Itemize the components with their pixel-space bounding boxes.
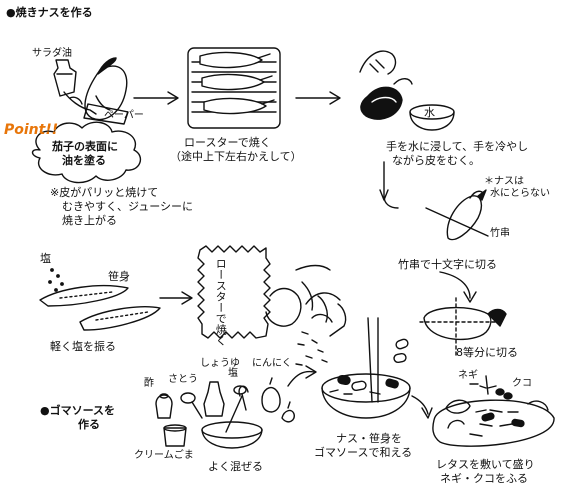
skewer-label: 竹串 xyxy=(490,228,510,239)
arrow-step1-to-roaster xyxy=(133,91,179,105)
kuko-label: クコ xyxy=(512,378,532,389)
point-text-line2: 油を塗る xyxy=(62,154,106,167)
kuko-icon xyxy=(495,388,513,400)
plate-caption-line1: レタスを敷いて盛り xyxy=(436,458,535,471)
water-bowl-icon xyxy=(409,104,455,131)
skewer-icon xyxy=(425,207,489,237)
oil-bottle-icon xyxy=(53,59,77,97)
soy-label: しょうゆ xyxy=(200,358,240,369)
no-water-note-line1: ＊ナスは xyxy=(484,176,524,187)
water-label: 水 xyxy=(424,106,435,119)
plated-dish-icon xyxy=(432,399,555,447)
vinegar-label: 酢 xyxy=(144,378,154,389)
dressing-bowl-icon xyxy=(321,317,411,419)
arrow-sauce-to-bowl xyxy=(287,365,317,387)
roaster-card-vertical-text: ロースターで焼く xyxy=(214,258,228,346)
cut-eggplant-icon xyxy=(419,297,507,357)
point-text-line1: 茄子の表面に xyxy=(52,140,118,153)
note-line3: 焼き上がる xyxy=(62,214,117,227)
roaster-tray-icon xyxy=(187,47,281,129)
point-cloud-bubble xyxy=(31,121,142,184)
hand-tearing-sasami-icon xyxy=(265,264,347,337)
dress-caption-line2: ゴマソースで和える xyxy=(314,446,413,459)
sasami-label: 笹身 xyxy=(108,270,130,283)
soy-sauce-bottle-icon xyxy=(203,381,225,417)
sasami-chicken-icon xyxy=(39,284,161,331)
shredded-sasami-pieces xyxy=(295,331,328,366)
soak-caption-line1: 手を水に浸して、手を冷やし xyxy=(386,140,529,153)
label-salad-oil: サラダ油 xyxy=(32,48,72,59)
roaster-caption-line2: （途中上下左右かえして） xyxy=(170,150,302,163)
eight-cut-caption: 8等分に切る xyxy=(456,346,518,359)
heading-grill: ●焼きナスを作る xyxy=(6,6,93,19)
arrow-bowl-to-plate xyxy=(411,395,433,419)
cross-cut-caption: 竹串で十文字に切る xyxy=(398,258,497,271)
vinegar-bottle-icon xyxy=(155,393,173,419)
peeled-eggplant-icon xyxy=(446,189,487,241)
salt-shaker-dots xyxy=(48,268,64,292)
hand-with-paper-icon xyxy=(63,91,129,125)
arrow-skewer-to-cut xyxy=(439,271,477,303)
plate-caption-line2: ネギ・クコをふる xyxy=(440,472,528,485)
label-paper: ペーパー xyxy=(104,110,144,121)
roaster-caption-line1: ロースターで焼く xyxy=(184,136,271,149)
mix-caption: よく混ぜる xyxy=(208,460,263,473)
heading-sauce-line2: 作る xyxy=(78,418,100,431)
hands-peeling-eggplant-icon xyxy=(359,50,413,120)
arrow-roaster-to-peel xyxy=(295,91,341,105)
negi-icon xyxy=(469,375,497,395)
no-water-note-line2: 水にとらない xyxy=(490,188,550,199)
salt-step-caption: 軽く塩を振る xyxy=(50,340,116,353)
eggplant-icon xyxy=(84,57,128,121)
garlic-icon xyxy=(261,377,281,413)
arrow-salt-to-roaster xyxy=(159,291,193,305)
cream-sesame-label: クリームごま xyxy=(134,450,194,461)
garlic-clove-icon xyxy=(281,401,295,423)
salt2-label: 塩 xyxy=(228,368,238,379)
note-line2: むきやすく、ジューシーに xyxy=(62,200,194,213)
garlic-label: にんにく xyxy=(252,358,292,369)
soak-caption-line2: ながら皮をむく。 xyxy=(392,154,480,167)
salt-label: 塩 xyxy=(40,252,51,265)
note-line1: ※皮がパリッと焼けて xyxy=(50,186,159,199)
sugar-spoon-icon xyxy=(180,392,203,419)
roaster-note-card xyxy=(197,245,271,339)
mixing-bowl-icon xyxy=(201,385,263,449)
negi-label: ネギ xyxy=(458,370,478,381)
sugar-label: さとう xyxy=(168,374,198,385)
cream-sesame-cup-icon xyxy=(163,424,187,447)
point-badge: Point!! xyxy=(4,122,59,138)
arrow-peel-to-skewer xyxy=(379,161,399,209)
heading-sauce-line1: ●ゴマソースを xyxy=(40,404,116,417)
dress-caption-line1: ナス・笹身を xyxy=(336,432,402,445)
